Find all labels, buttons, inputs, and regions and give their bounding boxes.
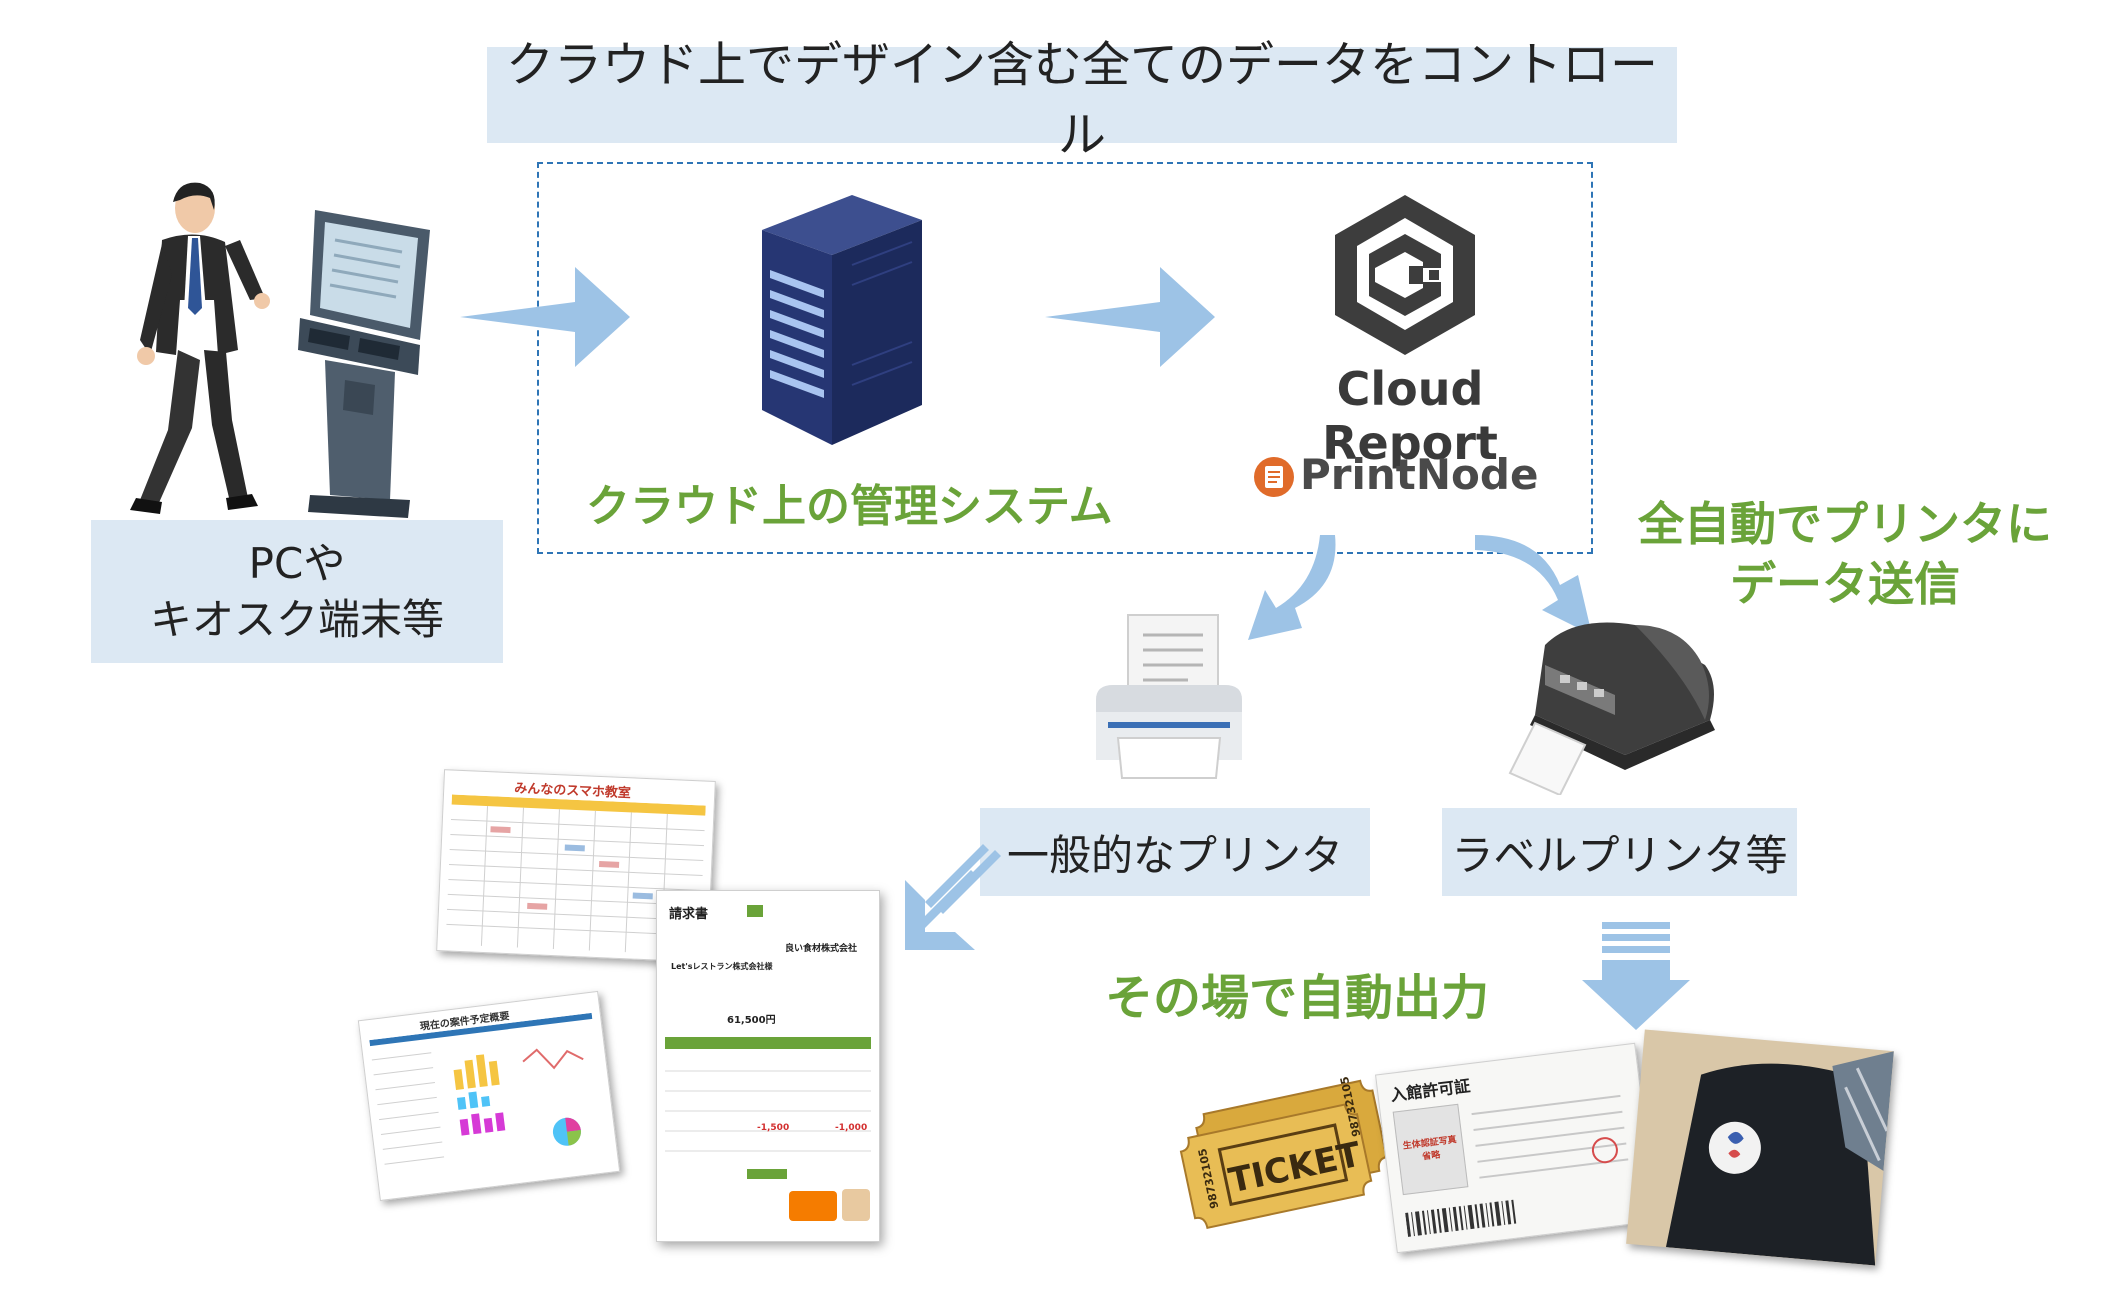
label-printer-label: ラベルプリンタ等 <box>1451 830 1788 880</box>
pass-title: 入館許可証 <box>1389 1076 1472 1105</box>
cloudreport-logo-icon <box>1335 195 1475 355</box>
arrow-to-server <box>460 267 630 367</box>
label-printer-label-box: ラベルプリンタ等 <box>1442 808 1797 896</box>
invoice-title: 請求書 <box>669 907 709 922</box>
kiosk-icon <box>298 210 430 518</box>
schedule-document: みんなのスマホ教室 <box>436 769 716 963</box>
arrow-to-general-printer <box>1248 535 1336 640</box>
report-document: 現在の案件予定概要 <box>357 990 621 1202</box>
arrow-to-labels <box>1582 922 1690 1030</box>
general-printer-label-box: 一般的なプリンタ <box>980 808 1370 896</box>
management-system-label: クラウド上の管理システム <box>586 481 1113 532</box>
source-label-line1: PCや <box>248 538 346 588</box>
arrow-to-cloudreport <box>1045 267 1215 367</box>
invoice-total: 61,500円 <box>727 1015 776 1026</box>
invoice-issuer: 良い食材株式会社 <box>785 944 858 954</box>
admission-pass: 入館許可証 生体認証写真省略 <box>1375 1042 1657 1254</box>
source-label-line2: キオスク端末等 <box>149 594 444 644</box>
label-printer-icon <box>1508 622 1715 795</box>
badge-photo <box>1626 1029 1894 1266</box>
cloud-region-border <box>537 162 1593 554</box>
arrow-to-label-printer <box>1475 535 1592 635</box>
ticket-icon <box>1179 1079 1388 1230</box>
invoice-company: Let'sレストラン株式会社様 <box>671 962 773 971</box>
printnode-logo-icon <box>1254 457 1294 497</box>
source-label-box: PCや キオスク端末等 <box>91 520 503 663</box>
auto-send-line2: データ送信 <box>1730 557 1960 611</box>
header-banner: クラウド上でデザイン含む全てのデータをコントロール <box>487 37 1677 163</box>
cloudreport-logo-text: Cloud Report <box>1322 362 1498 470</box>
auto-send-line1: 全自動でプリンタに <box>1638 497 2052 551</box>
printnode-logo-text: PrintNode <box>1300 450 1539 499</box>
arrow-to-documents <box>905 844 1001 950</box>
general-printer-label: 一般的なプリンタ <box>1006 830 1343 880</box>
businessman-icon <box>130 182 270 514</box>
invoice-amount-2: -1,000 <box>835 1123 868 1133</box>
server-icon <box>762 195 922 445</box>
header-title: クラウド上でデザイン含む全てのデータをコントロール <box>505 37 1658 163</box>
invoice-document: 請求書 Let'sレストラン株式会社様 良い食材株式会社 61,500円 -1,… <box>656 890 880 1242</box>
general-printer-icon <box>1096 614 1242 779</box>
auto-output-label: その場で自動出力 <box>1105 970 1490 1026</box>
auto-send-label: 全自動でプリンタに データ送信 <box>1625 494 2065 614</box>
invoice-amount-1: -1,500 <box>757 1123 790 1133</box>
